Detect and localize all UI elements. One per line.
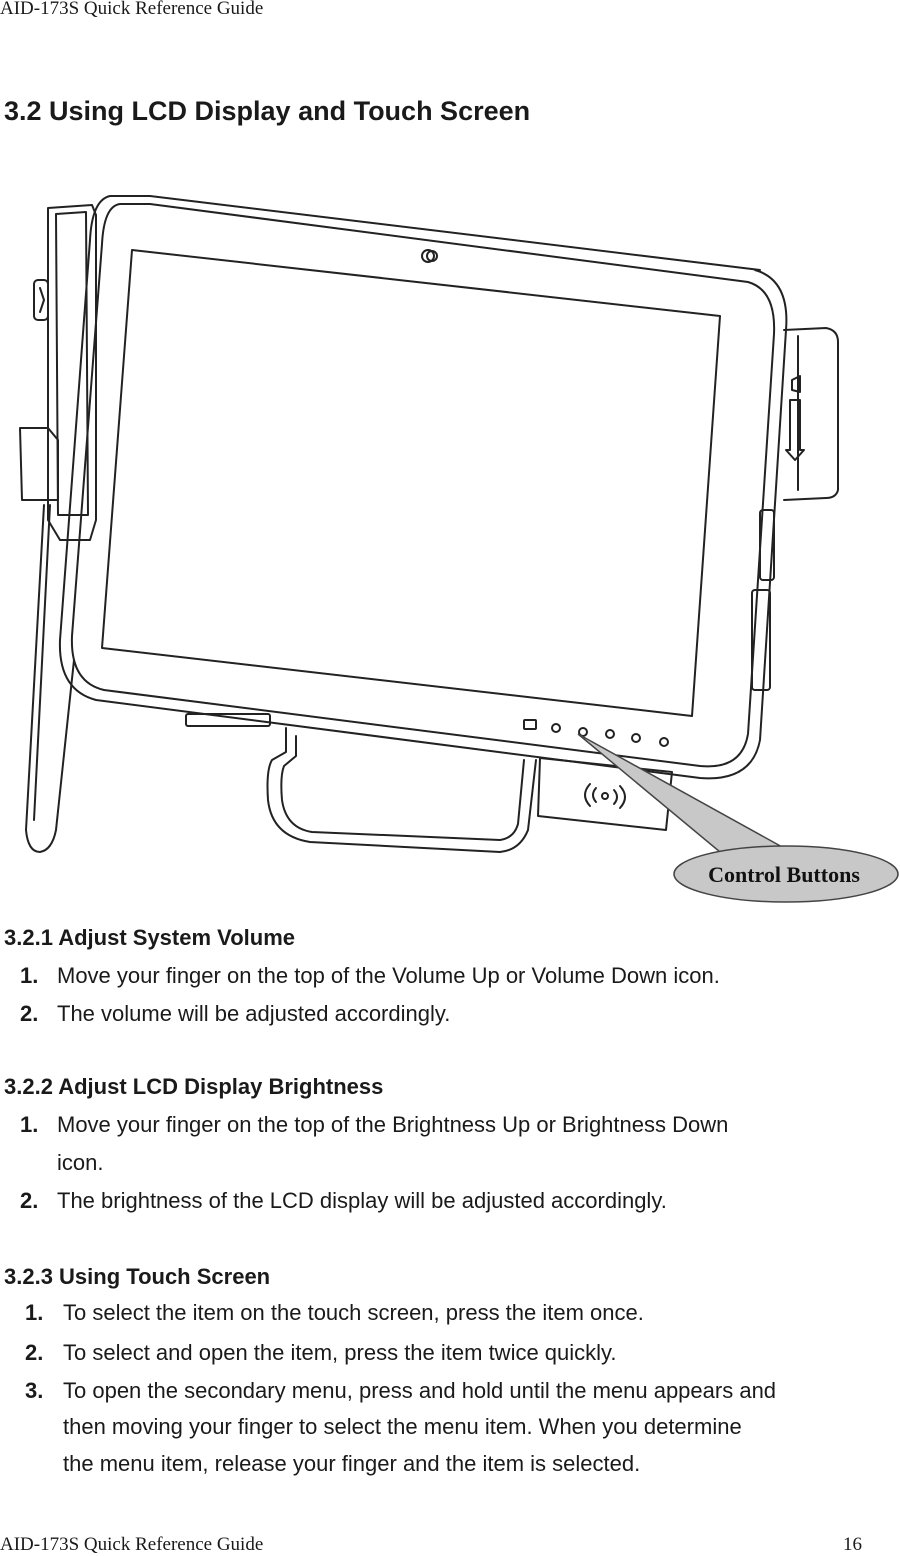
list-text-continued: icon. bbox=[57, 1150, 104, 1175]
list-number: 2. bbox=[20, 1001, 39, 1026]
subsection-heading: 3.2.3 Using Touch Screen bbox=[4, 1264, 271, 1289]
list-number: 1. bbox=[20, 1112, 39, 1137]
running-header: AID-173S Quick Reference Guide bbox=[0, 0, 264, 19]
list-number: 2. bbox=[20, 1188, 39, 1213]
list-item: 1. Move your finger on the top of the Vo… bbox=[20, 963, 720, 989]
callout-label: Control Buttons bbox=[708, 862, 860, 887]
list-text: To open the secondary menu, press and ho… bbox=[63, 1378, 777, 1403]
list-number: 3. bbox=[25, 1378, 44, 1403]
device-illustration: Control Buttons bbox=[19, 195, 899, 903]
list-text: Move your finger on the top of the Volum… bbox=[57, 963, 720, 988]
running-footer: AID-173S Quick Reference Guide bbox=[0, 1534, 264, 1555]
section-title: 3.2 Using LCD Display and Touch Screen bbox=[4, 96, 531, 126]
list-text: Move your finger on the top of the Brigh… bbox=[57, 1112, 729, 1137]
list-number: 1. bbox=[25, 1300, 44, 1325]
list-text-continued: then moving your finger to select the me… bbox=[63, 1414, 742, 1439]
list-item: 1. Move your finger on the top of the Br… bbox=[20, 1112, 728, 1138]
list-item: 1. To select the item on the touch scree… bbox=[25, 1300, 644, 1326]
subsection-heading: 3.2.1 Adjust System Volume bbox=[4, 925, 295, 950]
list-text: The volume will be adjusted accordingly. bbox=[57, 1001, 451, 1026]
list-text: To select and open the item, press the i… bbox=[63, 1340, 617, 1365]
subsection-heading: 3.2.2 Adjust LCD Display Brightness bbox=[4, 1074, 384, 1099]
list-text-continued: the menu item, release your finger and t… bbox=[63, 1451, 641, 1476]
list-text: To select the item on the touch screen, … bbox=[63, 1300, 644, 1325]
page-number: 16 bbox=[843, 1534, 862, 1555]
list-number: 2. bbox=[25, 1340, 44, 1365]
list-text: The brightness of the LCD display will b… bbox=[57, 1188, 667, 1213]
list-item: 2. The brightness of the LCD display wil… bbox=[20, 1188, 667, 1214]
list-item: 2. To select and open the item, press th… bbox=[25, 1340, 617, 1366]
list-item: 2. The volume will be adjusted according… bbox=[20, 1001, 450, 1027]
list-item: 3. To open the secondary menu, press and… bbox=[25, 1378, 776, 1404]
list-number: 1. bbox=[20, 963, 39, 988]
